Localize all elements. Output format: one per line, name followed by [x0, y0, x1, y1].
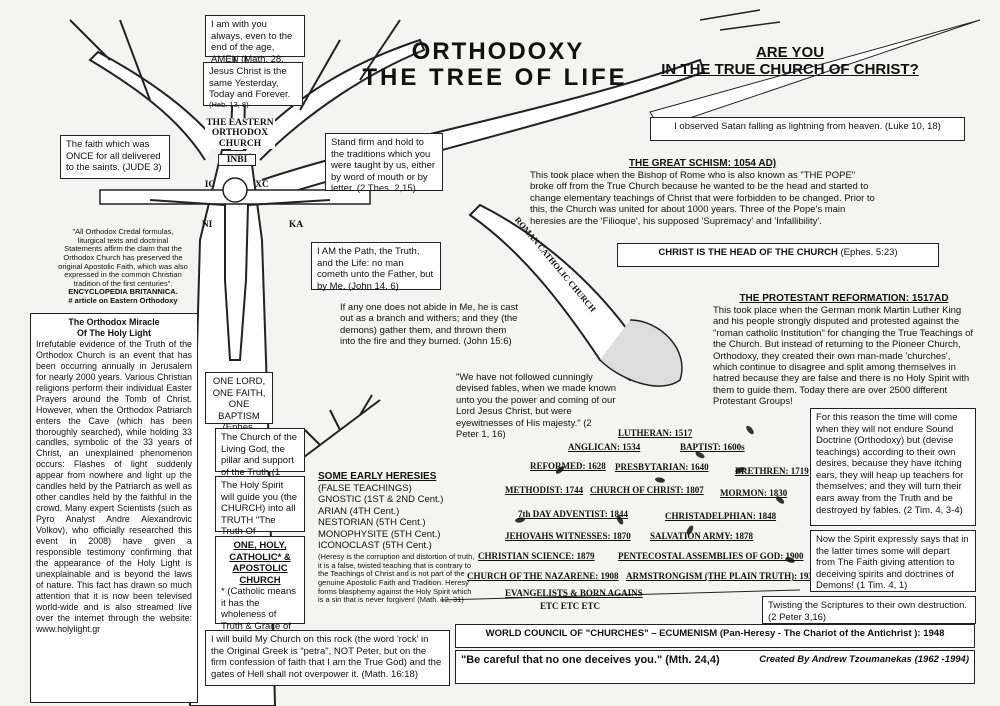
head-of-church-ref: (Ephes. 5:23): [840, 247, 898, 258]
are-you-heading: ARE YOU IN THE TRUE CHURCH OF CHRIST?: [640, 44, 940, 79]
build-church-quote: I will build My Church on this rock (the…: [205, 630, 450, 686]
heresy-note: (Heresy is the corruption and distortion…: [318, 552, 475, 605]
denom-baptist: BAPTIST: 1600s: [680, 442, 745, 452]
heresies-section: SOME EARLY HERESIES (FALSE TEACHINGS) GN…: [318, 471, 483, 551]
denom-nazarene: CHURCH OF THE NAZARENE: 1908: [467, 571, 619, 581]
spirit-says-quote: Now the Spirit expressly says that in th…: [810, 530, 976, 592]
sound-doctrine-quote: For this reason the time will come when …: [810, 408, 976, 526]
reformation-section: THE PROTESTANT REFORMATION: 1517AD This …: [713, 293, 975, 408]
denom-methodist: METHODIST: 1744: [505, 485, 584, 495]
satan-quote: I observed Satan falling as lightning fr…: [650, 117, 965, 141]
heresy-item-1: ARIAN (4TH Cent.): [318, 505, 400, 517]
schism-body: This took place when the Bishop of Rome …: [530, 170, 875, 227]
britannica-article: # article on Eastern Orthodoxy: [68, 296, 178, 305]
denom-christian-science: CHRISTIAN SCIENCE: 1879: [478, 551, 595, 561]
denom-reformed: REFORMED: 1628: [530, 461, 606, 471]
heresy-item-2: NESTORIAN (5TH Cent.): [318, 517, 426, 529]
one-holy-box: ONE, HOLY, CATHOLIC* & APOSTOLIC CHURCH …: [215, 536, 305, 644]
denom-jehovah: JEHOVAHS WITNESSES: 1870: [505, 531, 631, 541]
heresy-item-3: MONOPHYSITE (5TH Cent.): [318, 528, 441, 540]
bottom-banner: "Be careful that no one deceives you." (…: [455, 650, 975, 684]
head-of-church-text: CHRIST IS THE HEAD OF THE CHURCH: [658, 247, 838, 258]
path-quote: I AM the Path, the Truth, and the Life: …: [311, 242, 441, 292]
denom-armstrongism: ARMSTRONGISM (THE PLAIN TRUTH): 1934: [626, 571, 818, 581]
careful-quote: "Be careful that no one deceives you." (…: [461, 654, 720, 666]
eastern-orthodox-label: THE EASTERN ORTHODOX CHURCH: [205, 118, 275, 150]
title-tree-of-life: THE TREE OF LIFE: [362, 64, 628, 91]
britannica-source: ENCYCLOPEDIA BRITANNICA.: [68, 287, 178, 297]
denom-salvation-army: SALVATION ARMY: 1878: [650, 531, 754, 541]
inbi-plaque: INBI: [218, 154, 256, 167]
denom-brethren: BRETHREN: 1719: [735, 466, 809, 476]
heresy-item-4: ICONOCLAST (5TH Cent.): [318, 539, 432, 551]
wcc-banner: WORLD COUNCIL OF "CHURCHES" – ECUMENISM …: [455, 624, 975, 648]
denom-mormon: MORMON: 1830: [720, 488, 788, 498]
head-of-church-box: CHRIST IS THE HEAD OF THE CHURCH (Ephes.…: [617, 243, 939, 267]
twisting-quote: Twisting the Scriptures to their own des…: [762, 596, 976, 624]
traditions-quote: Stand firm and hold to the traditions wh…: [325, 133, 443, 194]
denom-pentecostal: PENTECOSTAL ASSEMBLIES OF GOD: 1900: [618, 551, 804, 561]
amen-quote: I am with you always, even to the end of…: [205, 15, 305, 65]
yesterday-quote: Jesus Christ is the same Yesterday, Toda…: [203, 62, 303, 108]
holy-light-title1: The Orthodox Miracle: [68, 317, 160, 327]
heresy-item-0: GNOSTIC (1ST & 2ND Cent.): [318, 494, 444, 506]
denom-etc: ETC ETC ETC: [540, 601, 601, 611]
pillar-quote: The Church of the Living God, the pillar…: [215, 428, 305, 489]
title-orthodoxy: ORTHODOXY: [411, 38, 585, 65]
reformation-body: This took place when the German monk Mar…: [713, 305, 974, 408]
holy-light-box: The Orthodox Miracle Of The Holy Light I…: [30, 313, 198, 703]
denom-evangelists: EVANGELISTS & BORN AGAINS: [505, 588, 643, 598]
holy-light-body: Irrefutable evidence of the Truth of the…: [36, 338, 192, 634]
heresies-sub: (FALSE TEACHINGS): [318, 483, 412, 494]
britannica-note: "All Orthodox Credal formulas, liturgica…: [58, 227, 188, 306]
denom-church-of-christ: CHURCH OF CHRIST: 1807: [590, 485, 704, 495]
holy-spirit-quote: The Holy Spirit will guide you (the CHUR…: [215, 476, 305, 549]
yesterday-text: Jesus Christ is the same Yesterday, Toda…: [209, 66, 291, 101]
are-you-line2: IN THE TRUE CHURCH OF CHRIST?: [661, 61, 919, 79]
ni-label: NI: [201, 220, 213, 230]
denom-christadelphian: CHRISTADELPHIAN: 1848: [665, 511, 777, 521]
schism-section: THE GREAT SCHISM: 1054 AD) This took pla…: [530, 158, 875, 227]
author-credit: Created By Andrew Tzoumanekas (1962 -199…: [759, 654, 969, 665]
one-holy-title: ONE, HOLY, CATHOLIC* & APOSTOLIC CHURCH: [229, 540, 291, 586]
denom-anglican: ANGLICAN: 1534: [568, 442, 641, 452]
denom-adventist: 7th DAY ADVENTIST: 1844: [518, 509, 628, 519]
schism-heading: THE GREAT SCHISM: 1054 AD): [628, 158, 777, 169]
faith-quote: The faith which was ONCE for all deliver…: [60, 135, 170, 179]
ka-label: KA: [288, 220, 304, 230]
one-lord-text: ONE LORD, ONE FAITH, ONE BAPTISM: [212, 376, 266, 422]
denom-lutheran: LUTHERAN: 1517: [618, 428, 693, 438]
xc-label: XC: [255, 180, 269, 190]
reformation-heading: THE PROTESTANT REFORMATION: 1517AD: [739, 293, 949, 304]
denom-presbyterian: PRESBYTARIAN: 1640: [615, 462, 709, 472]
abide-quote: If any one does not abide in Me, he is c…: [340, 302, 518, 348]
holy-light-title2: Of The Holy Light: [77, 327, 151, 338]
heresies-heading: SOME EARLY HERESIES: [318, 471, 437, 482]
fables-quote: "We have not followed cunningly devised …: [456, 372, 617, 440]
are-you-line1: ARE YOU: [755, 44, 825, 61]
yesterday-ref: (Heb. 13, 8): [209, 99, 249, 109]
ic-label: IC: [204, 180, 216, 190]
britannica-text: "All Orthodox Credal formulas, liturgica…: [58, 227, 188, 288]
one-lord-box: ONE LORD, ONE FAITH, ONE BAPTISM (Ephes.…: [205, 372, 273, 445]
